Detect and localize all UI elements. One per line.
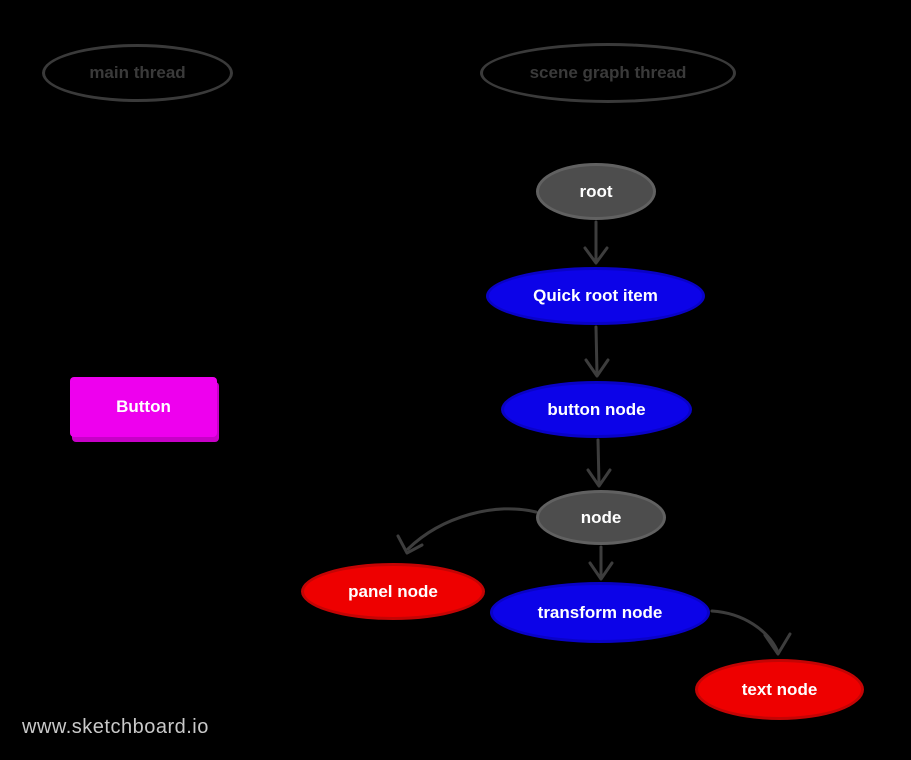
lane-scene-graph-thread-label: scene graph thread [529,63,687,82]
watermark: www.sketchboard.io [22,716,209,738]
lane-main-thread-label: main thread [89,63,186,82]
lane-scene-graph-thread[interactable]: scene graph thread [480,43,736,103]
node-button-node-label: button node [547,399,646,419]
node-quick-root-item-label: Quick root item [533,286,658,305]
node-node-label: node [580,507,622,527]
edge-button-node-to-node [586,438,612,488]
node-button-node[interactable]: button node [501,381,692,438]
node-root-label: root [579,181,613,201]
node-panel-node[interactable]: panel node [301,563,485,620]
edge-root-to-quick-root-item [583,220,609,265]
node-node[interactable]: node [536,490,666,545]
node-text-node[interactable]: text node [695,659,864,720]
lane-main-thread[interactable]: main thread [42,44,233,102]
node-transform-node[interactable]: transform node [490,582,710,643]
edge-node-to-panel-node [396,507,538,555]
button-rect-label: Button [116,397,171,416]
node-quick-root-item[interactable]: Quick root item [486,267,705,325]
node-panel-node-label: panel node [348,581,438,601]
edge-quick-root-item-to-button-node [584,325,610,378]
node-text-node-label: text node [741,679,818,699]
node-transform-node-label: transform node [537,602,663,622]
node-root[interactable]: root [536,163,656,220]
edge-node-to-transform-node [588,545,614,581]
edge-transform-node-to-text-node [710,609,792,656]
button-rect[interactable]: Button [70,377,217,437]
